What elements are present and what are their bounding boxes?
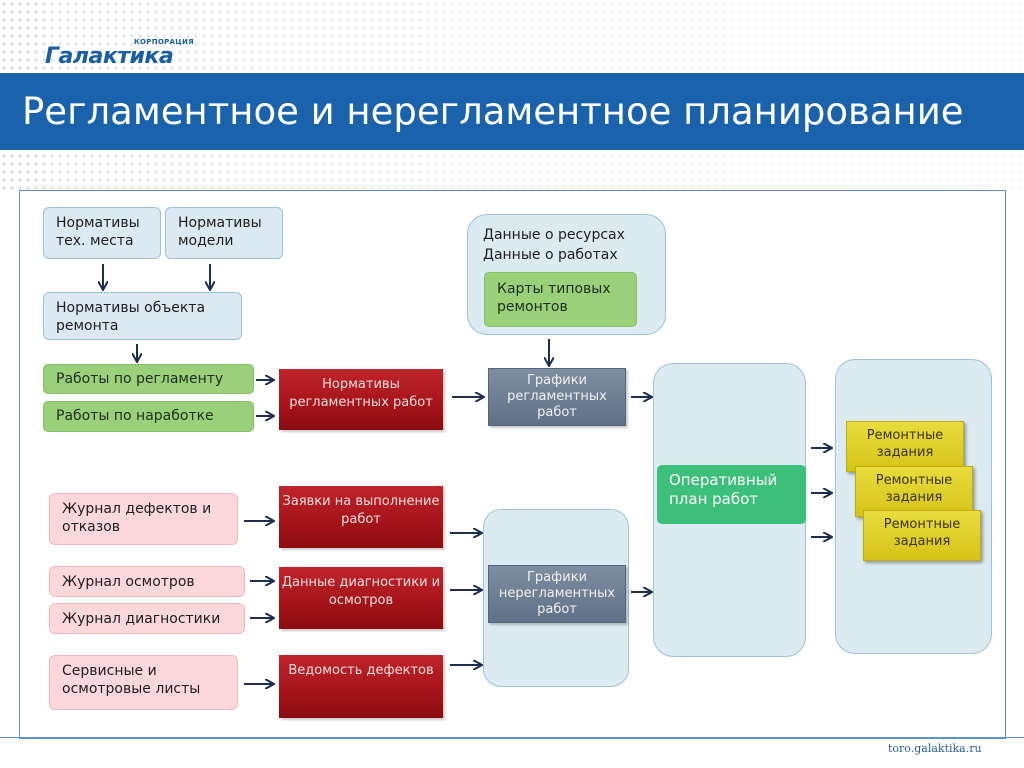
text-work-data: Данные о работах xyxy=(483,247,618,263)
logo-wordmark: Галактика xyxy=(45,44,174,69)
block-operative-plan: Оперативный план работ xyxy=(657,465,806,524)
block-diag-data: Данные диагностики и осмотров xyxy=(279,567,443,629)
block-graph-reg-works: Графики регламентных работ xyxy=(488,368,626,426)
box-diagnostics-journal: Журнал диагностики xyxy=(49,603,245,634)
box-works-regulation: Работы по регламенту xyxy=(43,364,254,394)
block-requests: Заявки на выполнение работ xyxy=(279,486,443,548)
title-bar xyxy=(0,73,1024,150)
block-repair-task-1: Ремонтные задания xyxy=(846,421,964,472)
text-resource-data: Данные о ресурсах xyxy=(483,227,625,243)
box-norm-model: Нормативы модели xyxy=(165,207,283,259)
block-repair-task-3: Ремонтные задания xyxy=(863,510,981,561)
box-norm-object: Нормативы объекта ремонта xyxy=(43,292,242,340)
box-defect-journal: Журнал дефектов и отказов xyxy=(49,493,238,545)
box-works-runtime: Работы по наработке xyxy=(43,401,254,432)
box-service-sheets: Сервисные и осмотровые листы xyxy=(49,655,238,710)
block-repair-task-2: Ремонтные задания xyxy=(855,466,973,517)
footer-divider xyxy=(0,737,1024,738)
box-norm-tech-place: Нормативы тех. места xyxy=(43,207,161,259)
block-graph-nonreg-works: Графики нерегламентных работ xyxy=(488,565,626,623)
footer-url[interactable]: toro.galaktika.ru xyxy=(888,742,982,755)
block-defect-list: Ведомость дефектов xyxy=(279,655,443,718)
box-inspection-journal: Журнал осмотров xyxy=(49,566,245,597)
logo-caption: КОРПОРАЦИЯ xyxy=(134,38,194,46)
block-norm-reg-works: Нормативы регламентных работ xyxy=(279,369,443,430)
page-title: Регламентное и нерегламентное планирован… xyxy=(22,90,964,133)
box-repair-cards: Карты типовых ремонтов xyxy=(484,272,637,327)
